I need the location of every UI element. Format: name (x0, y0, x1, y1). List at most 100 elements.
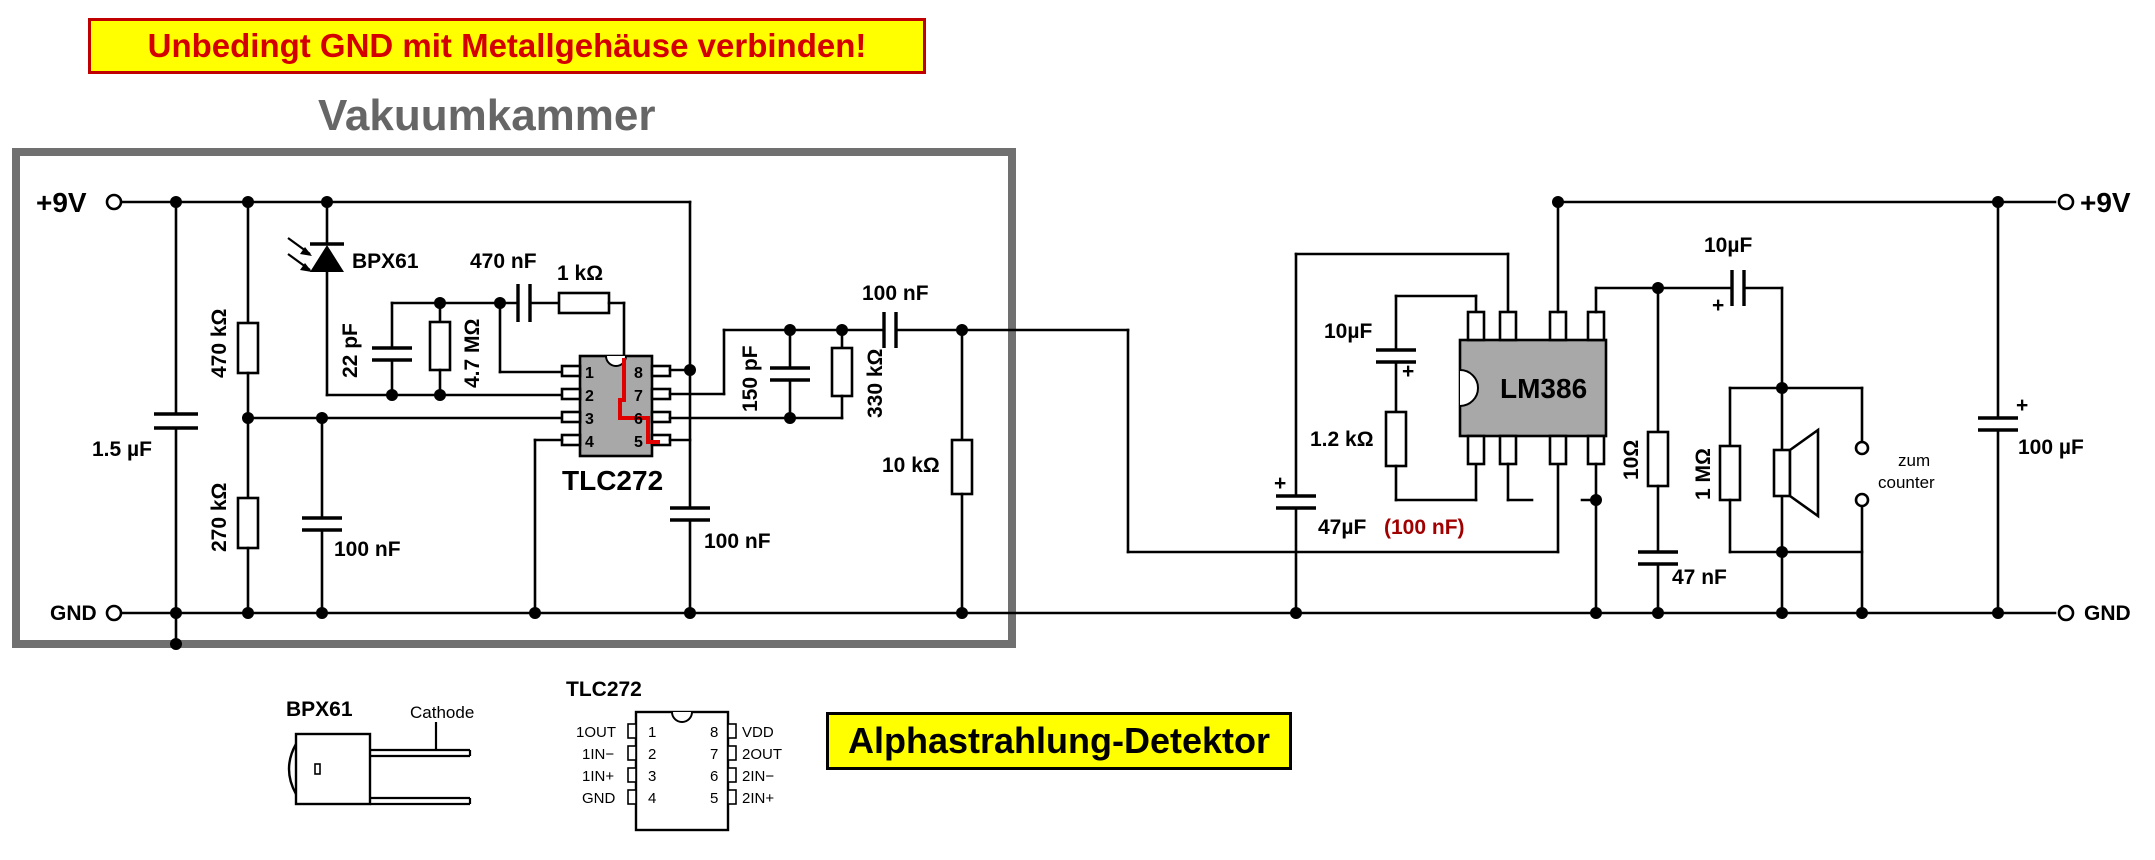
svg-text:+: + (2016, 394, 2028, 417)
vacuum-chamber-enclosure (12, 148, 1016, 648)
wire-pin8-vdd (668, 200, 696, 510)
svg-text:+: + (1402, 360, 1414, 383)
label-1k: 1 kΩ (557, 262, 603, 285)
label-22pF: 22 pF (339, 323, 362, 378)
pinout-right-name-8: VDD (742, 724, 774, 741)
wire-stage2 (668, 328, 886, 442)
gnd-label-right: GND (2084, 602, 2131, 625)
resistor-470k (236, 196, 260, 420)
v9-label-right: +9V (2080, 187, 2131, 218)
output-network (1718, 386, 1870, 619)
v9-label-left: +9V (36, 187, 87, 218)
pinout-right-name-5: 2IN+ (742, 790, 774, 807)
tlc272-ic (560, 354, 672, 458)
pinout-right-number-7: 7 (710, 746, 718, 763)
label-counter-line2: counter (1878, 473, 1935, 492)
gnd-rail (105, 604, 2075, 622)
pinout-left-number-1: 1 (648, 724, 656, 741)
label-10uF-out: 10µF (1704, 234, 1752, 257)
tlc272-pinout (627, 710, 737, 832)
resistor-1-2k (1384, 410, 1478, 502)
pinout-left-number-2: 2 (648, 746, 656, 763)
resistor-1k (557, 291, 626, 362)
pinout-left-name-1: 1OUT (576, 724, 616, 741)
label-47uF: 47µF (1318, 516, 1366, 539)
pinout-left-number-4: 4 (648, 790, 656, 807)
capacitor-1-5uF (154, 196, 198, 619)
tlc272-pin-1: 1 (585, 365, 594, 382)
tlc272-pinout-title: TLC272 (566, 678, 642, 701)
pinout-right-number-5: 5 (710, 790, 718, 807)
wire-signal-to-lm386 (1126, 328, 1560, 554)
pinout-right-number-6: 6 (710, 768, 718, 785)
label-100nF-decoupling: 100 nF (704, 530, 771, 553)
pinout-left-name-2: 1IN− (582, 746, 614, 763)
label-330k: 330 kΩ (864, 349, 887, 418)
label-100nF-bias: 100 nF (334, 538, 401, 561)
pinout-right-name-7: 2OUT (742, 746, 782, 763)
v9-rail-left (105, 193, 692, 211)
label-100uF: 100 µF (2018, 436, 2084, 459)
capacitor-150pF (770, 324, 810, 424)
label-4-7M: 4.7 MΩ (461, 319, 484, 388)
svg-text:+: + (1712, 294, 1724, 317)
label-470nF: 470 nF (470, 250, 537, 273)
tlc272-pin-4: 4 (585, 434, 594, 451)
capacitor-47nF (1638, 550, 1678, 619)
v9-rail-right (1556, 193, 2075, 211)
label-1-2k: 1.2 kΩ (1310, 428, 1374, 451)
resistor-270k (236, 412, 260, 619)
label-10uF-gain: 10µF (1324, 320, 1372, 343)
bpx61-cathode-label: Cathode (410, 703, 474, 722)
label-47uF-alt: (100 nF) (1384, 516, 1465, 539)
photodiode-bpx61 (287, 196, 344, 397)
capacitor-22pF (372, 301, 442, 401)
capacitor-47uF: + (1274, 252, 1510, 619)
vacuum-chamber-label: Vakuumkammer (318, 91, 656, 140)
pinout-right-name-6: 2IN− (742, 768, 774, 785)
bpx61-package (287, 722, 472, 806)
warning-banner: Unbedingt GND mit Metallgehäuse verbinde… (88, 18, 926, 74)
label-1-5uF: 1.5 µF (92, 438, 152, 461)
label-150pF: 150 pF (739, 345, 762, 412)
pinout-left-number-3: 3 (648, 768, 656, 785)
resistor-330k (830, 324, 854, 420)
capacitor-10uF-gain: + (1376, 294, 1478, 414)
label-270k: 270 kΩ (208, 483, 231, 552)
capacitor-100nF-coupling (882, 312, 1130, 348)
capacitor-100nF-bias (302, 412, 342, 619)
resistor-10k (950, 324, 974, 619)
pinout-left-name-4: GND (582, 790, 616, 807)
pinout-right-number-8: 8 (710, 724, 718, 741)
capacitor-100nF-decoupling (670, 506, 710, 619)
lm386-wiring (1506, 196, 1734, 619)
wire-pin4-gnd (529, 438, 564, 619)
label-100nF-coupling: 100 nF (862, 282, 929, 305)
svg-text:+: + (1274, 472, 1286, 495)
tlc272-pin-6: 6 (634, 411, 643, 428)
capacitor-100uF: + (1978, 196, 2028, 619)
tlc272-pin-2: 2 (585, 388, 594, 405)
label-bpx61: BPX61 (352, 250, 419, 273)
label-lm386: LM386 (1500, 373, 1587, 404)
tlc272-pin-3: 3 (585, 411, 594, 428)
label-tlc272: TLC272 (562, 465, 663, 496)
bpx61-package-title: BPX61 (286, 698, 353, 721)
label-470k: 470 kΩ (208, 309, 231, 378)
label-10k: 10 kΩ (882, 454, 940, 477)
tlc272-pin-5: 5 (634, 434, 643, 451)
label-1M: 1 MΩ (1692, 448, 1715, 500)
gnd-label-left: GND (50, 602, 97, 625)
resistor-10ohm (1646, 286, 1670, 554)
title-banner: Alphastrahlung-Detektor (826, 712, 1292, 770)
tlc272-pin-8: 8 (634, 365, 643, 382)
tlc272-pin-7: 7 (634, 388, 643, 405)
speaker-icon (1772, 427, 1820, 519)
label-counter-line1: zum (1898, 451, 1930, 470)
capacitor-470nF (438, 284, 564, 374)
label-47nF: 47 nF (1672, 566, 1727, 589)
label-10ohm: 10Ω (1620, 440, 1643, 480)
resistor-4-7M (428, 297, 452, 401)
lm386-ic (1458, 310, 1608, 466)
